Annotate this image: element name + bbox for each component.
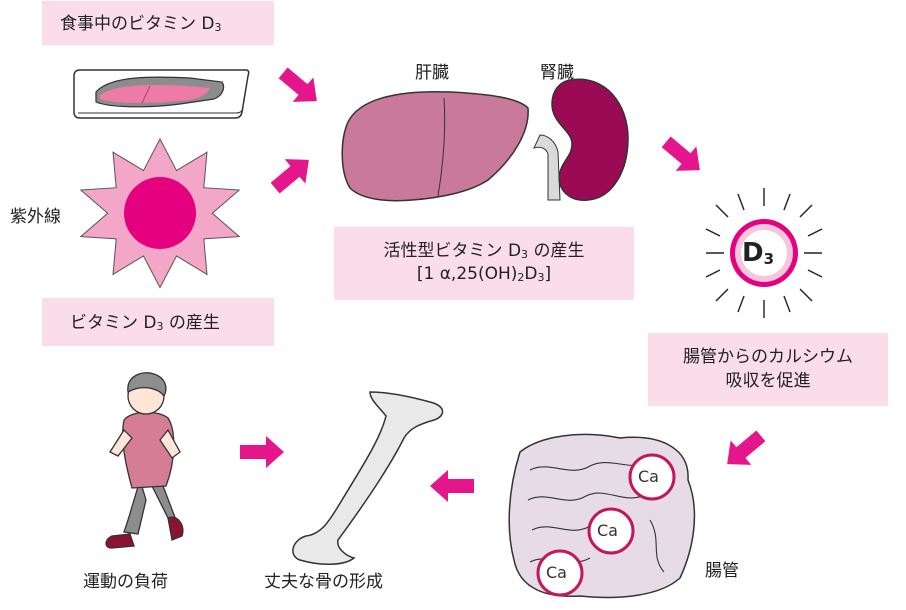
ca-label-2: Ca	[597, 520, 618, 542]
d3-label: D3	[742, 238, 774, 274]
liver-illustration	[342, 92, 528, 201]
ca-label-1: Ca	[638, 466, 659, 488]
arrow-food-to-liver	[273, 61, 327, 114]
arrow-kidney-to-d3	[656, 130, 710, 183]
arrow-uv-to-liver	[265, 148, 319, 201]
kidney-illustration	[534, 79, 628, 200]
sun-icon	[81, 139, 239, 288]
arrow-exercise-to-bone	[240, 436, 284, 468]
arrow-intestine-to-bone	[430, 470, 474, 502]
running-man-illustration	[106, 373, 183, 548]
salmon-plate-illustration	[74, 70, 249, 118]
bone-illustration	[293, 392, 443, 564]
arrow-calcium-to-intestine	[717, 424, 771, 477]
ca-label-3: Ca	[546, 562, 567, 584]
